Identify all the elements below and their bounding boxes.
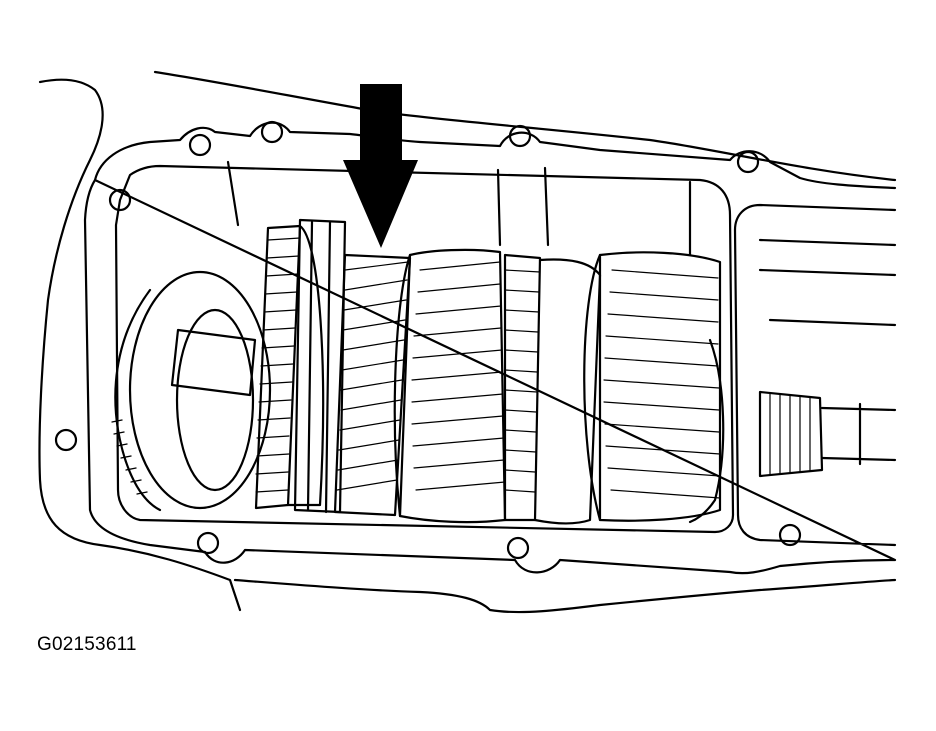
callout-arrow-icon [343, 84, 418, 248]
gear-ring-1-side [286, 224, 325, 507]
bolt-hole [108, 188, 132, 212]
case-rib [758, 238, 897, 327]
gear-teeth-left [111, 419, 148, 495]
bearing-outer [128, 270, 272, 510]
gear-teeth-mid-lines [504, 269, 541, 493]
gear-right-face [583, 253, 602, 522]
helical-gear-main [333, 253, 412, 517]
figure-code: G02153611 [37, 634, 137, 655]
bolt-hole [508, 124, 532, 148]
output-shaft-splines [769, 393, 811, 475]
shaft-end [170, 328, 257, 397]
gear-center-face [393, 253, 412, 518]
gear-teeth-right [603, 269, 721, 499]
case-outline [38, 78, 897, 614]
bolt-hole [506, 536, 530, 560]
bolt-hole [736, 150, 760, 174]
gasket-flange [83, 121, 897, 575]
bolt-hole [196, 531, 220, 555]
gear-right [598, 251, 722, 522]
case-top-edge [153, 70, 897, 182]
gear-teeth-center [411, 261, 506, 491]
gasket-inner [114, 164, 735, 534]
bolt-hole [54, 428, 78, 452]
output-shaft [758, 390, 824, 478]
gear-teeth-helical [336, 261, 409, 491]
shaft-extension [820, 402, 897, 466]
gear-teeth-ring-1 [255, 237, 301, 493]
gear-teeth-mid [503, 253, 542, 522]
gear-ring-1 [254, 224, 302, 510]
gear-right-edge [688, 338, 725, 524]
bolt-hole [778, 523, 802, 547]
bearing-inner [175, 308, 255, 492]
gear-center [398, 248, 507, 524]
retainer-bracket [114, 288, 162, 512]
bolt-hole [188, 133, 212, 157]
case-rib [226, 160, 692, 257]
bolt-hole [260, 120, 284, 144]
synchro-sleeve-groove [306, 220, 332, 514]
